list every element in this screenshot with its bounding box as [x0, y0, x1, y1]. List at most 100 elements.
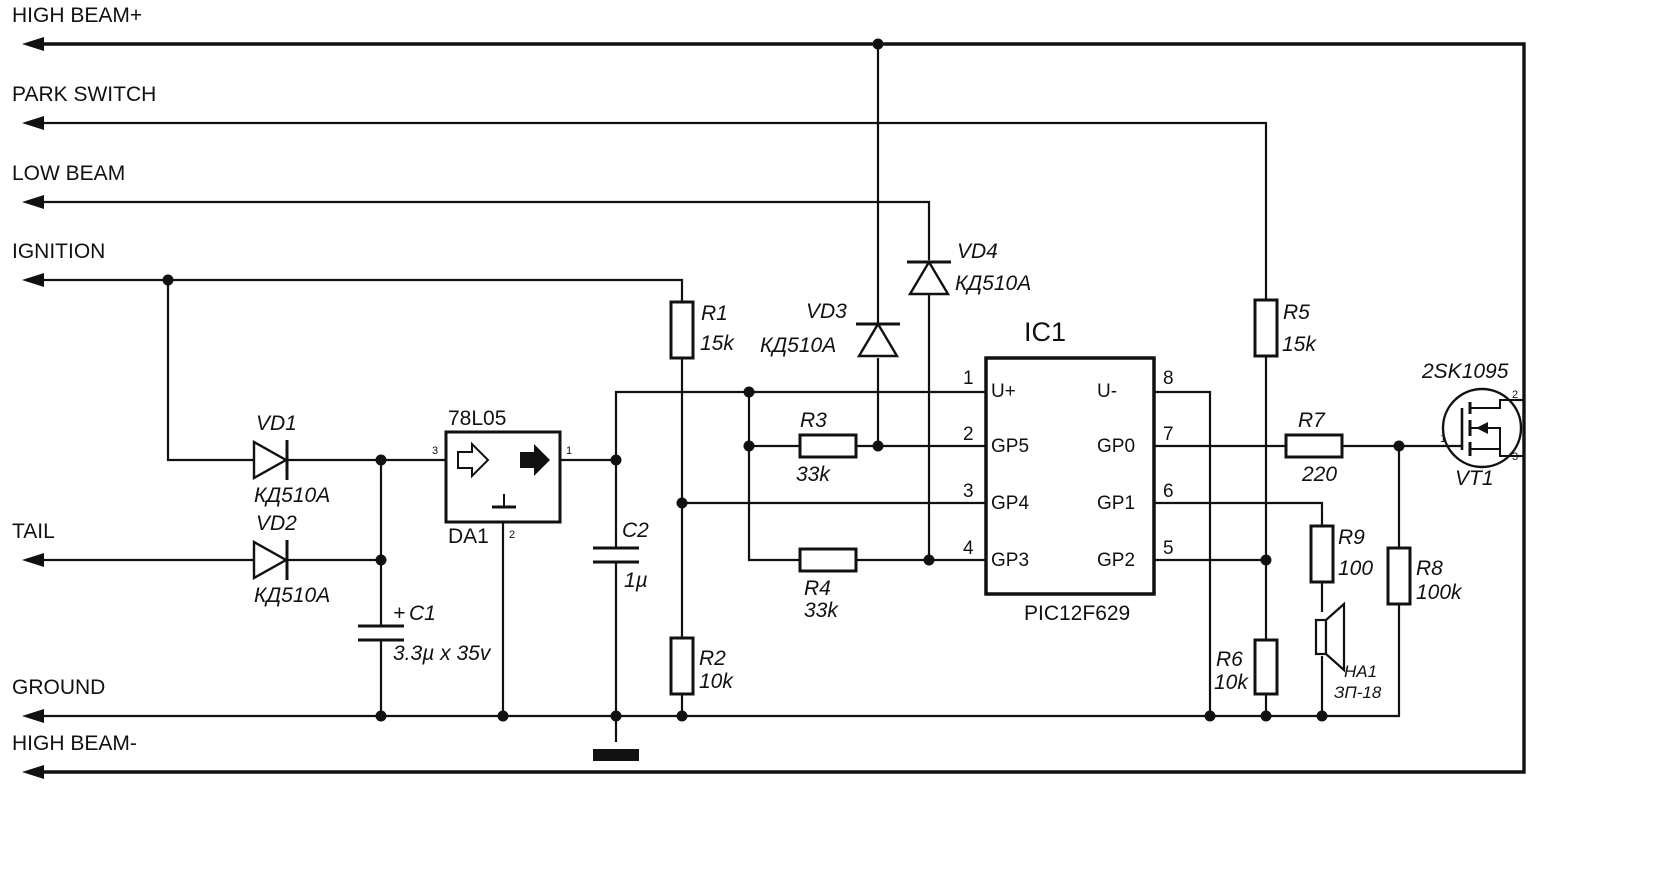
- c1-polarity: +: [393, 602, 405, 625]
- c2-value: 1µ: [624, 569, 648, 592]
- arrow-high-beam-minus: [22, 765, 44, 779]
- net-label-low-beam: LOW BEAM: [12, 162, 125, 185]
- junction-dot: [162, 274, 174, 286]
- r3-value: 33k: [796, 463, 831, 486]
- ic1-pin-name: GP4: [991, 493, 1029, 514]
- resistor-r6: R6 10k: [1214, 638, 1279, 696]
- net-label-ignition: IGNITION: [12, 240, 105, 263]
- vd1-part: КД510А: [254, 484, 330, 507]
- c1-ref: C1: [409, 602, 436, 625]
- junction-dot: [923, 554, 935, 566]
- c1-value: 3.3µ x 35v: [393, 642, 492, 665]
- r4-value: 33k: [804, 599, 839, 622]
- diode-vd1: VD1 КД510А: [252, 412, 330, 507]
- da1-part: 78L05: [448, 407, 506, 430]
- ic1-ref: IC1: [1024, 317, 1066, 347]
- arrow-low-beam: [22, 195, 44, 209]
- diode-vd4: VD4 КД510А: [907, 240, 1031, 296]
- buzzer-ha1: HA1 ЗП-18: [1314, 601, 1382, 702]
- ic1-pin-number: 5: [1163, 538, 1174, 559]
- arrow-high-beam-plus: [22, 37, 44, 51]
- resistor-r4: R4 33k: [798, 547, 858, 622]
- net-label-park-switch: PARK SWITCH: [12, 83, 156, 106]
- output-arrow-icon: [520, 444, 550, 476]
- r7-value: 220: [1301, 463, 1337, 486]
- junction-dot: [872, 38, 884, 50]
- da1-ref: DA1: [448, 525, 489, 548]
- net-label-high-beam-minus: HIGH BEAM-: [12, 732, 137, 755]
- r5-value: 15k: [1282, 333, 1317, 356]
- net-label-tail: TAIL: [12, 520, 55, 543]
- wire-vdd: [614, 390, 986, 548]
- ground-symbol: [593, 749, 639, 761]
- da1-pin-in: 3: [432, 445, 438, 457]
- ic1-pin-number: 1: [963, 368, 974, 389]
- r9-ref: R9: [1338, 526, 1365, 549]
- diode-vd3: VD3 КД510А: [760, 300, 900, 358]
- r5-ref: R5: [1283, 301, 1310, 324]
- arrow-tail: [22, 553, 44, 567]
- resistor-r8: R8 100k: [1386, 546, 1463, 606]
- resistor-r9: R9 100: [1309, 524, 1373, 584]
- junction-dot: [1393, 440, 1405, 452]
- junction-dot: [610, 710, 622, 722]
- wires: [40, 42, 1526, 774]
- ic1-pin-name: GP1: [1097, 493, 1135, 514]
- ic1-pin-number: 4: [963, 538, 974, 559]
- junction-dot: [676, 710, 688, 722]
- r4-ref: R4: [804, 577, 831, 600]
- vt1-pin-drain: 2: [1512, 389, 1518, 401]
- ha1-part: ЗП-18: [1334, 683, 1382, 702]
- junction-dot: [872, 440, 884, 452]
- diode-vd2: VD2 КД510А: [252, 512, 330, 607]
- ic1-part: PIC12F629: [1024, 602, 1130, 625]
- vt1-pin-source: 3: [1512, 451, 1518, 463]
- microcontroller-ic1: IC1 PIC12F629 1 U+ 2 GP5 3 GP4 4 GP3 8 U…: [963, 317, 1174, 625]
- junction-dot: [375, 454, 387, 466]
- ic1-pin-number: 3: [963, 481, 974, 502]
- vd2-part: КД510А: [254, 584, 330, 607]
- r3-ref: R3: [800, 409, 827, 432]
- vt1-ref: VT1: [1455, 467, 1494, 490]
- r1-ref: R1: [701, 302, 728, 325]
- r6-ref: R6: [1216, 648, 1243, 671]
- c2-ref: C2: [622, 519, 649, 542]
- junction-dot: [743, 440, 755, 452]
- vd3-ref: VD3: [806, 300, 847, 323]
- junction-dot: [676, 497, 688, 509]
- wire-vss: [1154, 390, 1212, 716]
- ic1-pin-number: 2: [963, 424, 974, 445]
- capacitor-c2: C2 1µ: [593, 519, 649, 592]
- resistor-r3: R3 33k: [796, 409, 858, 486]
- junction-dot: [497, 710, 509, 722]
- r6-value: 10k: [1214, 671, 1249, 694]
- vd3-part: КД510А: [760, 334, 836, 357]
- wire-high-beam-bus: [40, 42, 1526, 774]
- junction-dot: [610, 454, 622, 466]
- wire-low-beam: [40, 200, 931, 260]
- net-label-ground: GROUND: [12, 676, 105, 699]
- mosfet-vt1: 2SK1095 VT1 1 2 3: [1421, 360, 1523, 490]
- ic1-pin-number: 8: [1163, 368, 1174, 389]
- vt1-pin-gate: 1: [1440, 433, 1446, 445]
- voltage-regulator-da1: 78L05 DA1 3 1 2: [432, 407, 572, 548]
- wire-ignition: [40, 278, 684, 302]
- r2-ref: R2: [699, 647, 726, 670]
- junction-dot: [1260, 710, 1272, 722]
- wire-drain: [1516, 44, 1526, 402]
- wire-ground-bus: [40, 604, 1401, 718]
- ha1-ref: HA1: [1344, 662, 1377, 681]
- ic1-pin-name: GP3: [991, 550, 1029, 571]
- junctions: [162, 38, 1405, 722]
- net-label-high-beam-plus: HIGH BEAM+: [12, 4, 142, 27]
- input-arrow-icon: [457, 441, 490, 479]
- r8-ref: R8: [1416, 557, 1443, 580]
- junction-dot: [1260, 554, 1272, 566]
- vd4-part: КД510А: [955, 272, 1031, 295]
- vd2-ref: VD2: [256, 512, 297, 535]
- r1-value: 15k: [700, 332, 735, 355]
- vd4-ref: VD4: [957, 240, 998, 263]
- ic1-pin-name: GP0: [1097, 436, 1135, 457]
- r9-value: 100: [1338, 557, 1373, 580]
